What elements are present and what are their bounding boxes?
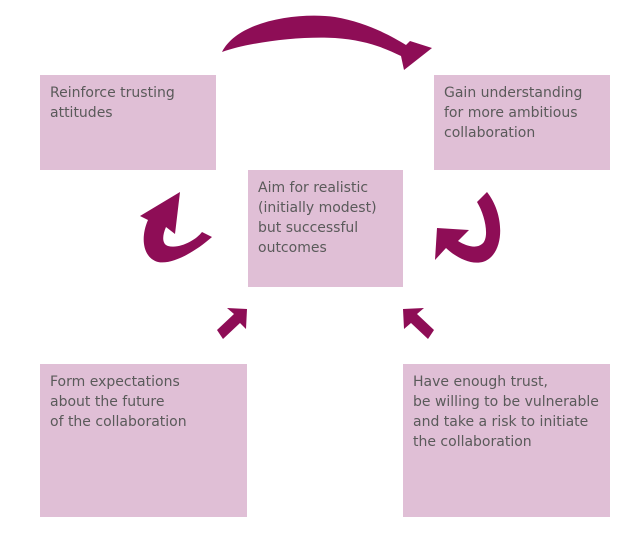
form-expectations-box: Form expectations about the future of th… [40, 364, 247, 517]
aim-box: Aim for realistic (initially modest) but… [248, 170, 403, 287]
right-curved-arrow [435, 192, 501, 263]
left-curved-arrow [140, 192, 212, 263]
lower-right-arrow [403, 308, 434, 339]
top-curved-arrow [222, 15, 432, 70]
reinforce-box: Reinforce trusting attitudes [40, 75, 216, 170]
lower-left-arrow [217, 308, 247, 339]
trust-box: Have enough trust, be willing to be vuln… [403, 364, 610, 517]
gain-box: Gain understanding for more ambitious co… [434, 75, 610, 170]
